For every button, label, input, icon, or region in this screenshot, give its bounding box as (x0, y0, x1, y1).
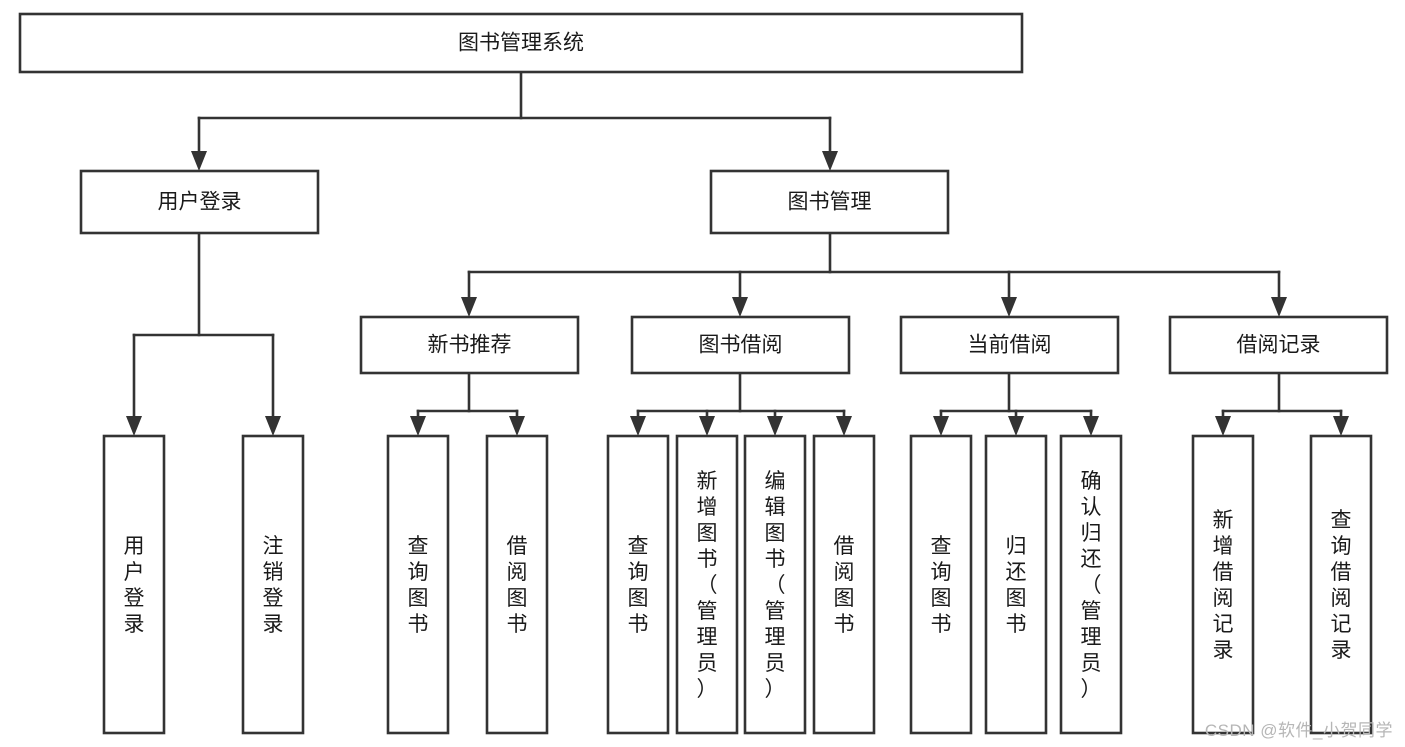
arrow-head-icon (461, 297, 477, 317)
node-box (386, 434, 450, 735)
node-borrow-record[interactable]: 借阅记录 (1168, 315, 1389, 375)
node-box (606, 434, 670, 735)
connector-layer (126, 70, 1349, 436)
node-box (743, 434, 807, 735)
node-box (812, 434, 876, 735)
node-book-manage[interactable]: 图书管理 (709, 169, 950, 235)
arrow-head-icon (1271, 297, 1287, 317)
node-label: 编辑图书（管理员） (765, 470, 786, 701)
node-box (18, 12, 1024, 74)
node-leaf-query-book-rec[interactable]: 查询图书 (386, 434, 450, 735)
arrow-head-icon (265, 416, 281, 436)
node-label: 确认归还（管理员） (1081, 470, 1102, 701)
node-box (1309, 434, 1373, 735)
node-box (899, 315, 1120, 375)
node-label: 借阅图书 (834, 535, 855, 636)
node-box (984, 434, 1048, 735)
node-current-borrow[interactable]: 当前借阅 (899, 315, 1120, 375)
node-leaf-confirm-return-admin[interactable]: 确认归还（管理员） (1059, 434, 1123, 735)
arrow-head-icon (1333, 416, 1349, 436)
node-box (359, 315, 580, 375)
node-label: 图书借阅 (699, 334, 783, 357)
node-root[interactable]: 图书管理系统 (18, 12, 1024, 74)
node-box (1059, 434, 1123, 735)
node-label: 图书管理 (788, 191, 872, 214)
node-label: 新增借阅记录 (1213, 509, 1234, 662)
arrow-head-icon (410, 416, 426, 436)
arrow-head-icon (1008, 416, 1024, 436)
node-leaf-borrow-book[interactable]: 借阅图书 (812, 434, 876, 735)
node-box (1168, 315, 1389, 375)
arrow-head-icon (1001, 297, 1017, 317)
node-leaf-add-book-admin[interactable]: 新增图书（管理员） (675, 434, 739, 735)
node-box (909, 434, 973, 735)
node-label: 当前借阅 (968, 334, 1052, 357)
node-layer: 图书管理系统用户登录图书管理新书推荐图书借阅当前借阅借阅记录用户登录注销登录查询… (18, 12, 1389, 735)
node-box (485, 434, 549, 735)
node-label: 用户登录 (158, 191, 242, 214)
arrow-head-icon (732, 297, 748, 317)
arrow-head-icon (836, 416, 852, 436)
arrow-head-icon (126, 416, 142, 436)
arrow-head-icon (191, 151, 207, 171)
node-new-book-recommend[interactable]: 新书推荐 (359, 315, 580, 375)
node-box (630, 315, 851, 375)
node-label: 图书管理系统 (458, 32, 584, 55)
node-label: 查询图书 (628, 535, 649, 636)
arrow-head-icon (699, 416, 715, 436)
node-label: 查询图书 (408, 535, 429, 636)
node-leaf-borrow-book-rec[interactable]: 借阅图书 (485, 434, 549, 735)
node-label: 新增图书（管理员） (697, 470, 718, 701)
node-box (1191, 434, 1255, 735)
node-book-borrow[interactable]: 图书借阅 (630, 315, 851, 375)
node-label: 查询图书 (931, 535, 952, 636)
node-leaf-query-book-cur[interactable]: 查询图书 (909, 434, 973, 735)
arrow-head-icon (630, 416, 646, 436)
node-label: 新书推荐 (428, 334, 512, 357)
node-label: 借阅记录 (1237, 334, 1321, 357)
node-leaf-logout[interactable]: 注销登录 (241, 434, 305, 735)
node-leaf-edit-book-admin[interactable]: 编辑图书（管理员） (743, 434, 807, 735)
node-leaf-add-borrow-record[interactable]: 新增借阅记录 (1191, 434, 1255, 735)
csdn-watermark: CSDN @软件_小贺同学 (1204, 721, 1393, 740)
arrow-head-icon (933, 416, 949, 436)
arrow-head-icon (1215, 416, 1231, 436)
node-label: 用户登录 (124, 535, 145, 636)
node-leaf-return-book[interactable]: 归还图书 (984, 434, 1048, 735)
node-box (241, 434, 305, 735)
node-label: 注销登录 (263, 535, 284, 636)
arrow-head-icon (509, 416, 525, 436)
arrow-head-icon (767, 416, 783, 436)
node-label: 查询借阅记录 (1331, 509, 1352, 662)
node-box (102, 434, 166, 735)
node-label: 归还图书 (1006, 535, 1027, 636)
arrow-head-icon (1083, 416, 1099, 436)
node-label: 借阅图书 (507, 535, 528, 636)
node-user-login[interactable]: 用户登录 (79, 169, 320, 235)
node-box (675, 434, 739, 735)
arrow-head-icon (822, 151, 838, 171)
node-leaf-user-login[interactable]: 用户登录 (102, 434, 166, 735)
node-leaf-query-borrow-record[interactable]: 查询借阅记录 (1309, 434, 1373, 735)
node-leaf-query-book-borrow[interactable]: 查询图书 (606, 434, 670, 735)
node-box (709, 169, 950, 235)
node-box (79, 169, 320, 235)
